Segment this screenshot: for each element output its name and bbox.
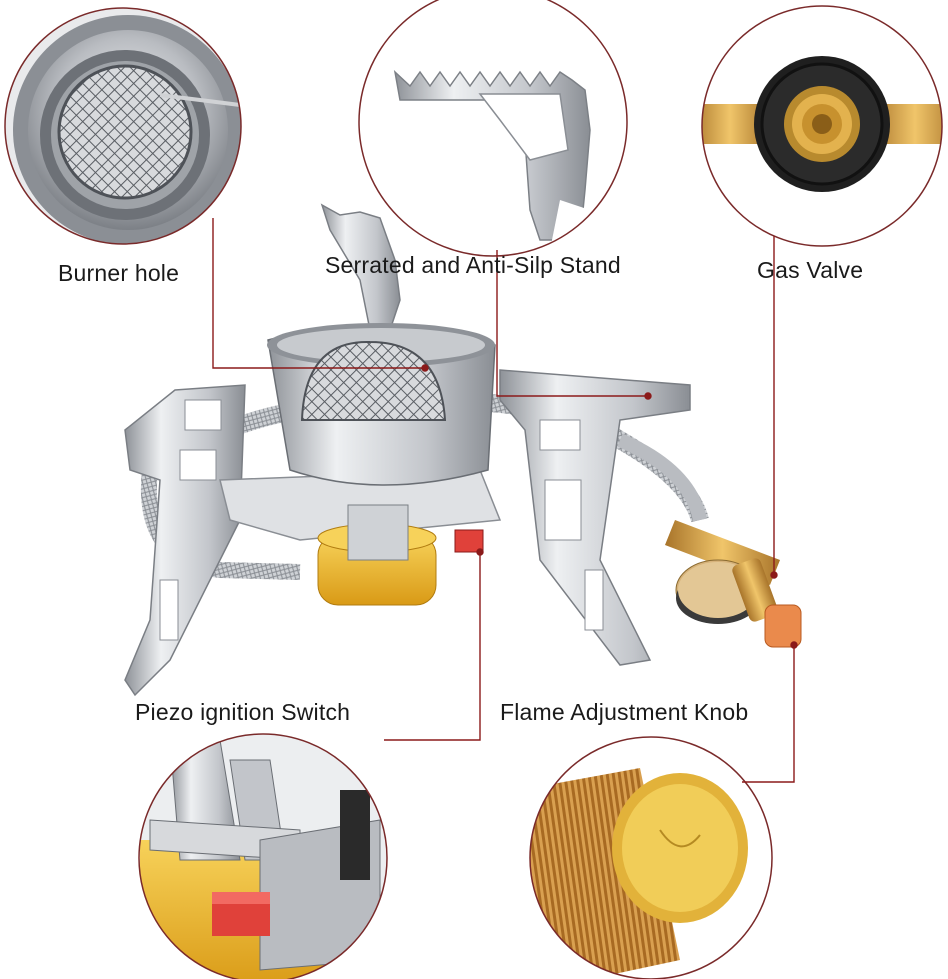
- callout-dot-stand: [644, 392, 652, 400]
- burner-mesh-image: [4, 7, 242, 245]
- callout-line-knob: [742, 645, 795, 783]
- callout-dot-gas-valve: [770, 571, 778, 579]
- callout-line-stand: [496, 250, 648, 397]
- knob-image: [529, 736, 773, 979]
- callout-lines: [212, 218, 798, 783]
- label-flame-knob: Flame Adjustment Knob: [500, 699, 749, 725]
- label-gas-valve: Gas Valve: [757, 257, 864, 283]
- label-burner-hole: Burner hole: [58, 260, 180, 286]
- callout-dot-knob: [790, 641, 798, 649]
- callout-line-piezo: [384, 552, 481, 741]
- callout-dot-piezo: [476, 548, 484, 556]
- stove-image: [124, 203, 802, 697]
- stand-serrated-image: [358, 0, 628, 257]
- gas-valve-image: [701, 5, 943, 247]
- label-stand: Serrated and Anti-Silp Stand: [325, 252, 621, 278]
- callout-line-burner: [212, 218, 425, 369]
- label-piezo-switch: Piezo ignition Switch: [135, 699, 351, 725]
- piezo-switch-image: [138, 733, 388, 979]
- callout-dot-burner: [421, 364, 429, 372]
